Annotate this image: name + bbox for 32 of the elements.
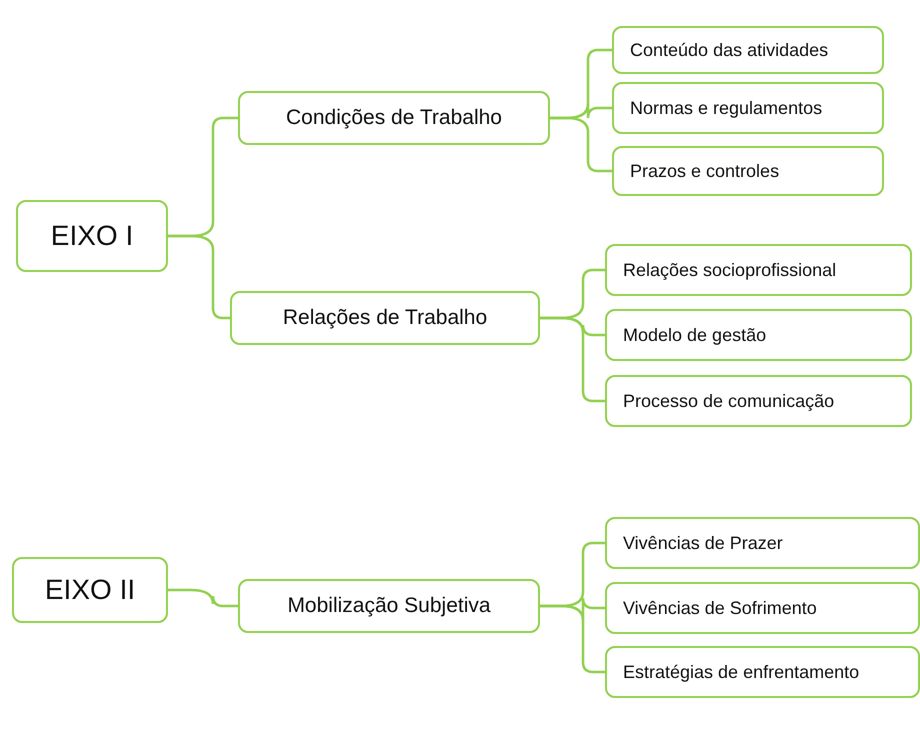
box-label: Modelo de gestão [623,324,766,347]
box-label: Condições de Trabalho [286,105,502,132]
box-label: Normas e regulamentos [630,96,822,120]
box-label: Relações de Trabalho [282,305,488,332]
rounded-box [605,646,920,698]
brace-connector [550,116,612,172]
box-label: EIXO I [50,219,134,253]
box-label: Prazos e controles [630,160,780,182]
box-label: Mobilização Subjetiva [287,593,491,620]
rounded-box [605,309,912,361]
brace-connector [540,316,605,402]
rounded-box [12,557,168,623]
box-label: Processo de comunicação [623,390,834,413]
box-label: Vivências de Sofrimento [623,596,817,620]
rounded-box [230,291,540,345]
rounded-box [605,375,912,427]
rounded-box [612,26,884,74]
box-label: Relações socioprofissional [623,258,836,282]
box-label: EIXO II [44,573,136,607]
brace-connector [168,588,238,608]
rounded-box [605,244,912,296]
box-label: Conteúdo das atividades [630,38,828,62]
rounded-box [238,91,550,145]
box-label: Vivências de Prazer [623,532,783,554]
box-label: Estratégias de enfrentamento [623,660,860,684]
rounded-box [605,517,920,569]
rounded-box [16,200,168,272]
rounded-box [605,582,920,634]
brace-connector [540,604,605,674]
rounded-box [612,146,884,196]
rounded-box [612,82,884,134]
rounded-box [238,579,540,633]
